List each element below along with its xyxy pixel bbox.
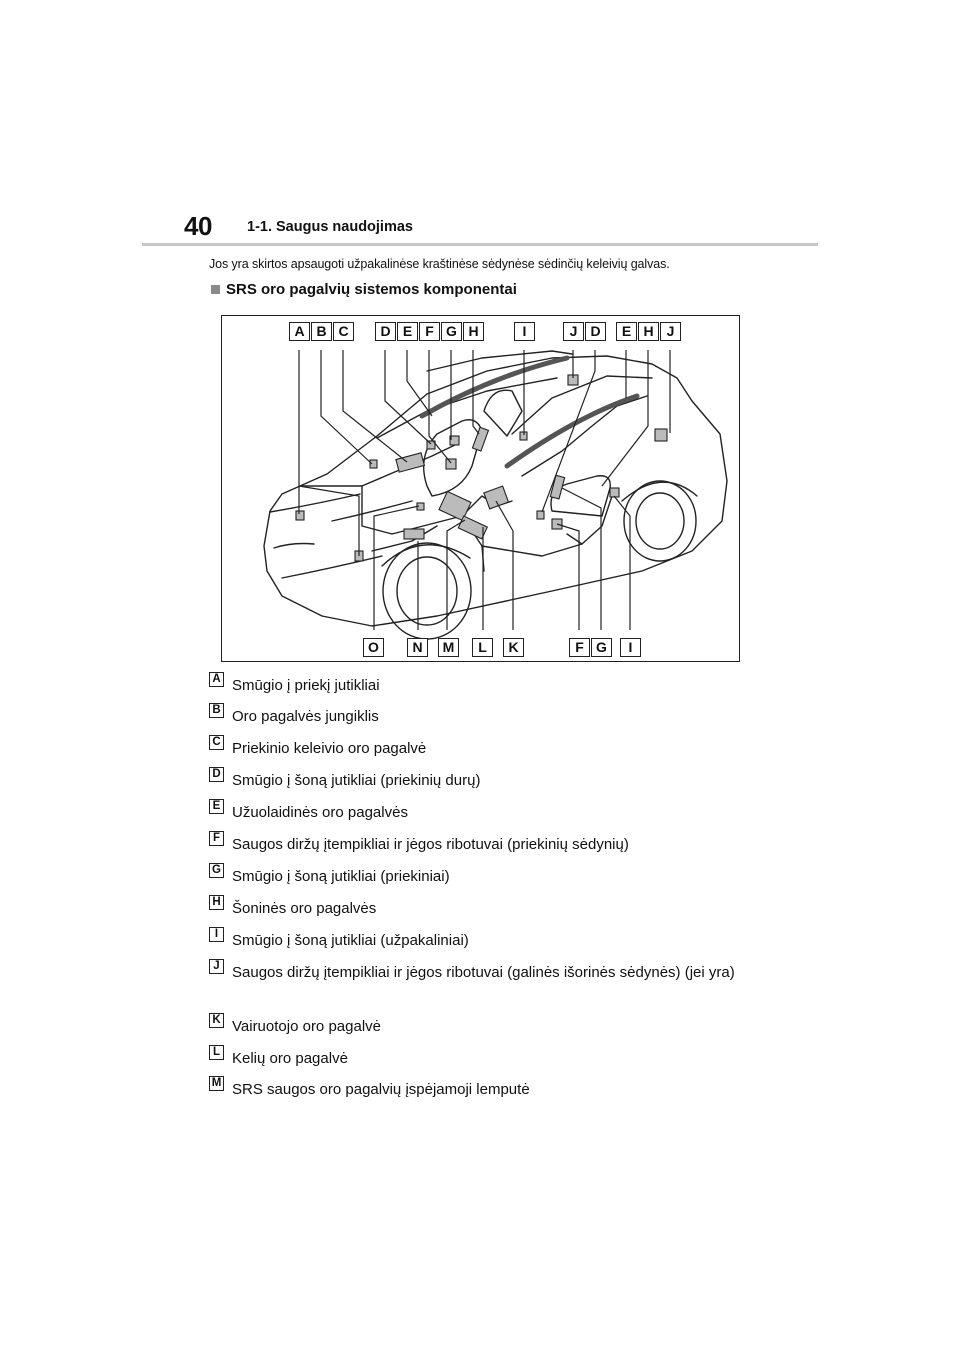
callout-top-i: I xyxy=(514,322,535,341)
srs-components-figure: A B C D E F G H I J D E H J O N M L K F … xyxy=(221,315,740,662)
callout-top-h: H xyxy=(463,322,484,341)
legend-text: Smūgio į šoną jutikliai (priekinių durų) xyxy=(232,770,752,792)
callout-top-g: G xyxy=(441,322,462,341)
legend-letter: D xyxy=(209,767,224,782)
legend-letter: E xyxy=(209,799,224,814)
page-number: 40 xyxy=(184,211,212,242)
legend-text: Smūgio į šoną jutikliai (užpakaliniai) xyxy=(232,930,752,952)
section-title: 1-1. Saugus naudojimas xyxy=(247,219,413,235)
legend-letter: H xyxy=(209,895,224,910)
callout-bottom-m: M xyxy=(438,638,459,657)
callout-bottom-n: N xyxy=(407,638,428,657)
legend-letter: M xyxy=(209,1076,224,1091)
legend-text: Smūgio į šoną jutikliai (priekiniai) xyxy=(232,866,752,888)
legend-text: Oro pagalvės jungiklis xyxy=(232,706,752,728)
legend-text: Saugos diržų įtempikliai ir jėgos ribotu… xyxy=(232,962,752,984)
callout-top-f: F xyxy=(419,322,440,341)
legend-letter: J xyxy=(209,959,224,974)
callout-bottom-g: G xyxy=(591,638,612,657)
callout-bottom-o: O xyxy=(363,638,384,657)
callout-top-j-2: J xyxy=(660,322,681,341)
legend-letter: F xyxy=(209,831,224,846)
legend-text: SRS saugos oro pagalvių įspėjamoji lempu… xyxy=(232,1079,752,1101)
legend-text: Užuolaidinės oro pagalvės xyxy=(232,802,752,824)
car-illustration xyxy=(222,316,739,661)
intro-paragraph: Jos yra skirtos apsaugoti užpakalinėse k… xyxy=(209,257,670,271)
legend-letter: A xyxy=(209,672,224,687)
callout-bottom-k: K xyxy=(503,638,524,657)
callout-top-c: C xyxy=(333,322,354,341)
callout-bottom-f: F xyxy=(569,638,590,657)
legend-text: Vairuotojo oro pagalvė xyxy=(232,1016,752,1038)
callout-top-d-2: D xyxy=(585,322,606,341)
legend-letter: K xyxy=(209,1013,224,1028)
legend-letter: I xyxy=(209,927,224,942)
callout-top-h-2: H xyxy=(638,322,659,341)
callout-top-e: E xyxy=(397,322,418,341)
header-divider xyxy=(142,243,818,246)
callout-top-j: J xyxy=(563,322,584,341)
callout-top-b: B xyxy=(311,322,332,341)
legend-text: Šoninės oro pagalvės xyxy=(232,898,752,920)
bullet-square-icon xyxy=(211,285,220,294)
legend-text: Smūgio į priekį jutikliai xyxy=(232,675,752,697)
legend-letter: B xyxy=(209,703,224,718)
legend-text: Kelių oro pagalvė xyxy=(232,1048,752,1070)
subheading-text: SRS oro pagalvių sistemos komponentai xyxy=(226,281,517,298)
subheading: SRS oro pagalvių sistemos komponentai xyxy=(209,281,517,298)
legend-text: Saugos diržų įtempikliai ir jėgos ribotu… xyxy=(232,834,752,856)
legend-text: Priekinio keleivio oro pagalvė xyxy=(232,738,752,760)
legend-letter: L xyxy=(209,1045,224,1060)
callout-bottom-i: I xyxy=(620,638,641,657)
callout-bottom-l: L xyxy=(472,638,493,657)
legend-letter: G xyxy=(209,863,224,878)
callout-top-e-2: E xyxy=(616,322,637,341)
callout-top-d: D xyxy=(375,322,396,341)
legend-letter: C xyxy=(209,735,224,750)
callout-top-a: A xyxy=(289,322,310,341)
